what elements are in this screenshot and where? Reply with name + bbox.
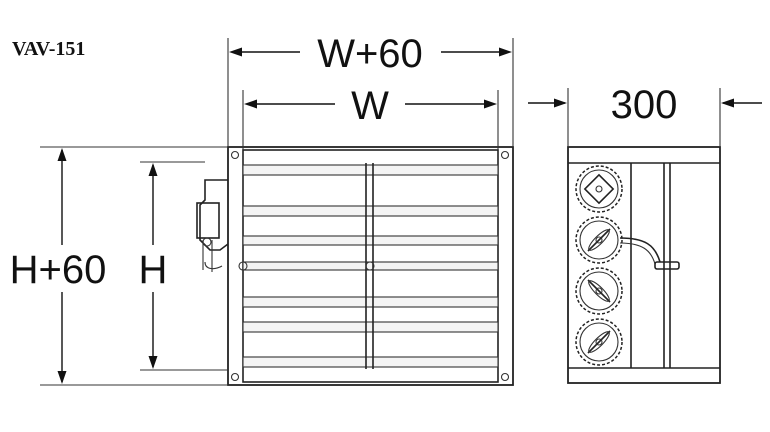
gear — [575, 165, 623, 213]
blade — [242, 235, 499, 246]
overall-height-label: H+60 — [10, 248, 107, 292]
side-linkage — [619, 237, 661, 263]
pivot — [365, 261, 375, 271]
depth-dimension: 300 — [528, 83, 762, 147]
blade — [242, 164, 499, 176]
depth-label: 300 — [611, 83, 678, 127]
overall-width-dimension: W+60 — [227, 32, 514, 147]
width-dimension: W — [242, 84, 499, 150]
bolt-hole — [500, 150, 510, 160]
actuator-bracket — [199, 179, 229, 251]
front-view — [196, 146, 514, 386]
height-label: H — [139, 248, 168, 292]
blade — [242, 356, 499, 368]
actuator-knob — [202, 237, 212, 247]
bolt-hole — [230, 150, 240, 160]
overall-height-dimension: H+60 — [10, 146, 228, 386]
bolt-hole — [230, 372, 240, 382]
gear — [575, 318, 623, 366]
height-dimension: H — [139, 161, 228, 371]
bolt-hole — [500, 372, 510, 382]
blade — [242, 321, 499, 333]
gear — [575, 267, 623, 315]
overall-width-label: W+60 — [317, 32, 423, 76]
actuator-wires — [202, 240, 223, 272]
width-label: W — [351, 84, 389, 128]
pivot — [238, 261, 248, 271]
model-label: VAV-151 — [12, 38, 85, 60]
linkage-rod — [242, 261, 499, 271]
blade — [242, 296, 499, 308]
side-view — [567, 146, 721, 384]
gear — [575, 216, 623, 264]
side-clamp — [654, 261, 680, 270]
blade — [242, 205, 499, 217]
